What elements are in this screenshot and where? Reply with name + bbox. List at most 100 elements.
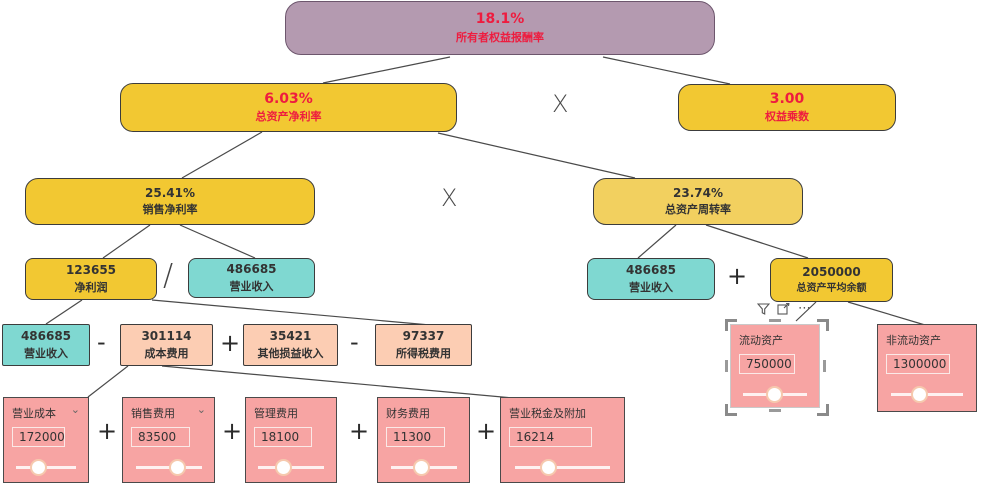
selection-handle[interactable] — [725, 404, 737, 416]
node-revenue-left-label: 营业收入 — [229, 279, 274, 293]
finance-expense-slider[interactable] — [386, 456, 461, 480]
non-current-assets-value-input[interactable]: 1300000 — [886, 354, 950, 374]
slider-track — [515, 466, 610, 469]
admin-expense-value-input[interactable]: 18100 — [254, 427, 312, 447]
node-net-profit-label: 净利润 — [74, 280, 108, 294]
node-avg-total-assets-label: 总资产平均余额 — [796, 283, 867, 295]
slicer-title: 管理费用 — [254, 407, 298, 420]
selection-handle[interactable] — [817, 404, 829, 416]
divide-operator: / — [163, 258, 174, 293]
node-net-profit[interactable]: 123655 净利润 — [25, 258, 157, 300]
node-revenue-right[interactable]: 486685 营业收入 — [587, 258, 715, 300]
finance-expense-value-input[interactable]: 11300 — [386, 427, 445, 447]
node-total-asset-turnover-label: 总资产周转率 — [665, 203, 731, 217]
focus-mode-icon[interactable] — [777, 303, 791, 315]
node-roa[interactable]: 6.03% 总资产净利率 — [120, 83, 457, 132]
plus-operator: + — [97, 417, 118, 445]
node-net-profit-margin-label: 销售净利率 — [142, 203, 198, 217]
node-avg-total-assets-value: 2050000 — [802, 264, 861, 279]
admin-expense-slider[interactable] — [254, 456, 328, 480]
node-revenue-right-label: 营业收入 — [629, 280, 673, 294]
node-revenue-right-value: 486685 — [625, 263, 677, 278]
node-total-asset-turnover-value: 23.74% — [673, 185, 723, 200]
node-net-profit-margin[interactable]: 25.41% 销售净利率 — [25, 178, 315, 225]
slicer-selling-expense[interactable]: 销售费用 ⌄ 83500 — [122, 397, 215, 483]
node-avg-total-assets[interactable]: 2050000 总资产平均余额 — [770, 258, 893, 302]
plus-operator: + — [727, 262, 748, 290]
selection-handle[interactable] — [725, 360, 728, 372]
node-equity-multiplier-label: 权益乘数 — [765, 110, 809, 124]
node-other-income-value: 35421 — [269, 329, 312, 344]
selection-handle[interactable] — [823, 360, 826, 372]
plus-operator: + — [220, 329, 241, 357]
operating-cost-value-input[interactable]: 172000 — [12, 427, 66, 447]
current-assets-slider[interactable] — [739, 383, 811, 407]
plus-operator: + — [349, 417, 370, 445]
slicer-title: 销售费用 — [131, 407, 175, 420]
non-current-assets-slider[interactable] — [886, 383, 968, 407]
slider-handle[interactable] — [274, 459, 292, 476]
node-equity-multiplier-value: 3.00 — [769, 90, 805, 107]
business-tax-value-input[interactable]: 16214 — [509, 427, 593, 447]
slicer-title: 流动资产 — [739, 334, 783, 347]
slicer-title: 财务费用 — [386, 407, 430, 420]
more-options-icon[interactable]: ⋯ — [798, 301, 812, 316]
node-revenue-detail-value: 486685 — [20, 329, 72, 344]
node-income-tax[interactable]: 97337 所得税费用 — [375, 324, 472, 366]
node-equity-multiplier[interactable]: 3.00 权益乘数 — [678, 84, 896, 131]
current-assets-value-input[interactable]: 750000 — [739, 354, 796, 374]
node-revenue-detail-label: 营业收入 — [24, 346, 68, 360]
slider-handle[interactable] — [911, 386, 929, 403]
node-net-profit-margin-value: 25.41% — [145, 185, 195, 200]
node-roa-label: 总资产净利率 — [255, 110, 322, 124]
node-revenue-left[interactable]: 486685 营业收入 — [188, 258, 315, 298]
selection-handle[interactable] — [769, 319, 781, 322]
plus-operator: + — [222, 417, 243, 445]
node-cost-expense-value: 301114 — [141, 329, 192, 344]
slicer-title: 非流动资产 — [886, 334, 941, 347]
node-roa-value: 6.03% — [264, 90, 313, 107]
slicer-current-assets[interactable]: 流动资产 750000 — [730, 324, 820, 408]
node-income-tax-value: 97337 — [402, 329, 445, 344]
business-tax-slider[interactable] — [509, 456, 616, 480]
chevron-down-icon[interactable]: ⌄ — [70, 403, 80, 416]
slider-handle[interactable] — [766, 386, 783, 403]
node-other-income[interactable]: 35421 其他损益收入 — [243, 324, 338, 366]
slicer-non-current-assets[interactable]: 非流动资产 1300000 — [877, 324, 977, 412]
multiply-operator: X — [552, 90, 569, 118]
node-income-tax-label: 所得税费用 — [396, 346, 451, 360]
selling-expense-slider[interactable] — [131, 456, 206, 480]
node-revenue-left-value: 486685 — [226, 262, 277, 277]
selection-handle[interactable] — [817, 319, 829, 331]
slicer-operating-cost[interactable]: 营业成本 ⌄ 172000 — [3, 397, 89, 483]
node-net-profit-value: 123655 — [65, 263, 117, 278]
node-roe-value: 18.1% — [475, 11, 525, 28]
node-revenue-detail[interactable]: 486685 营业收入 — [2, 324, 90, 366]
node-total-asset-turnover[interactable]: 23.74% 总资产周转率 — [593, 178, 803, 225]
chevron-down-icon[interactable]: ⌄ — [196, 403, 206, 416]
selling-expense-value-input[interactable]: 83500 — [131, 427, 190, 447]
slider-handle[interactable] — [168, 459, 186, 476]
selection-handle[interactable] — [769, 409, 781, 412]
minus-operator: - — [350, 328, 359, 356]
node-other-income-label: 其他损益收入 — [257, 346, 324, 360]
filter-icon[interactable] — [757, 303, 770, 315]
minus-operator: - — [97, 328, 106, 356]
slicer-business-tax[interactable]: 营业税金及附加 16214 — [500, 397, 625, 483]
slider-handle[interactable] — [413, 459, 430, 476]
slicer-title: 营业成本 — [12, 407, 56, 420]
operating-cost-slider[interactable] — [12, 456, 80, 480]
plus-operator: + — [476, 417, 497, 445]
multiply-operator: X — [441, 184, 458, 212]
node-roe[interactable]: 18.1% 所有者权益报酬率 — [285, 1, 715, 55]
node-cost-expense-label: 成本费用 — [144, 346, 189, 360]
node-cost-expense[interactable]: 301114 成本费用 — [120, 324, 213, 366]
slider-handle[interactable] — [30, 459, 48, 476]
slicer-admin-expense[interactable]: 管理费用 18100 — [245, 397, 337, 483]
node-roe-label: 所有者权益报酬率 — [456, 30, 544, 44]
selection-handle[interactable] — [725, 319, 737, 331]
slider-handle[interactable] — [539, 459, 557, 476]
slicer-finance-expense[interactable]: 财务费用 11300 — [377, 397, 470, 483]
